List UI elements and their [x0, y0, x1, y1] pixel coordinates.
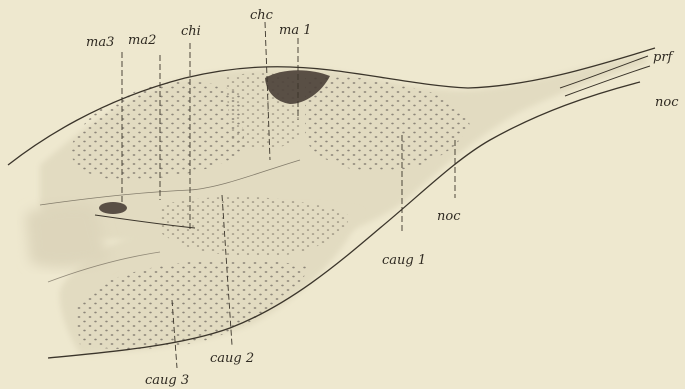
label-ma3: ma3: [86, 35, 114, 50]
label-noc-inner: noc: [437, 209, 461, 224]
label-chi: chi: [181, 24, 201, 39]
label-caug3: caug 3: [145, 373, 189, 388]
label-caug1: caug 1: [382, 253, 426, 268]
label-caug2: caug 2: [210, 351, 254, 366]
label-noc-right: noc: [655, 95, 679, 110]
nucleus-ma3-dark-spot: [99, 202, 127, 214]
label-chc: chc: [250, 8, 274, 23]
label-ma1: ma 1: [279, 23, 311, 38]
label-prf: prf: [653, 50, 675, 65]
label-ma2: ma2: [128, 33, 156, 48]
